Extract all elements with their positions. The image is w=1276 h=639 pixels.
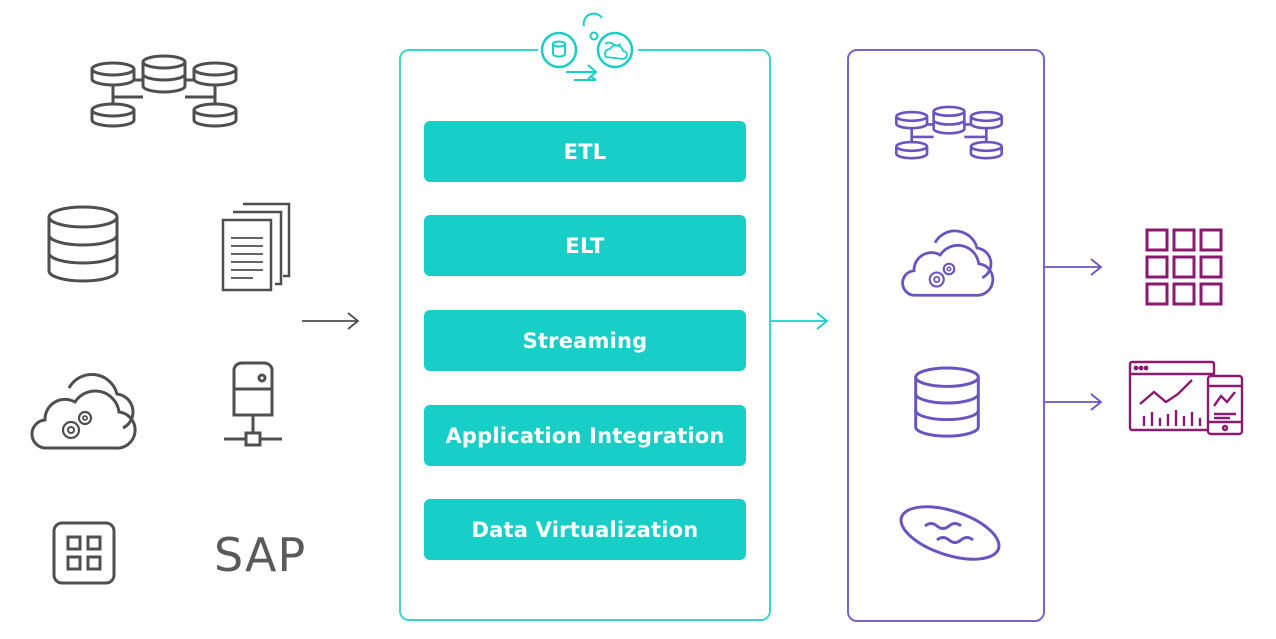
arrow-right-icon <box>1045 393 1103 411</box>
sap-label: SAP <box>214 528 307 582</box>
arrow-right-icon <box>302 312 360 330</box>
data-lake-icon <box>899 505 1001 561</box>
analytics-dashboard-icon <box>1128 360 1244 436</box>
database-icon <box>47 205 119 283</box>
database-cluster-icon <box>90 54 238 128</box>
arrow-right-icon <box>771 312 829 330</box>
method-data-virtualization: Data Virtualization <box>424 499 746 560</box>
arrow-right-icon <box>1045 258 1103 276</box>
cloud-gear-icon <box>30 372 137 450</box>
method-etl: ETL <box>424 121 746 182</box>
grid-table-icon <box>1145 228 1223 306</box>
method-application-integration: Application Integration <box>424 405 746 466</box>
method-streaming: Streaming <box>424 310 746 371</box>
documents-icon <box>221 202 291 292</box>
cloud-gear-icon <box>901 229 995 297</box>
method-elt: ELT <box>424 215 746 276</box>
app-grid-icon <box>52 521 116 585</box>
integration-header-icon <box>538 12 638 81</box>
database-cluster-icon <box>895 105 1003 160</box>
server-icon <box>224 361 282 447</box>
database-icon <box>914 366 980 438</box>
